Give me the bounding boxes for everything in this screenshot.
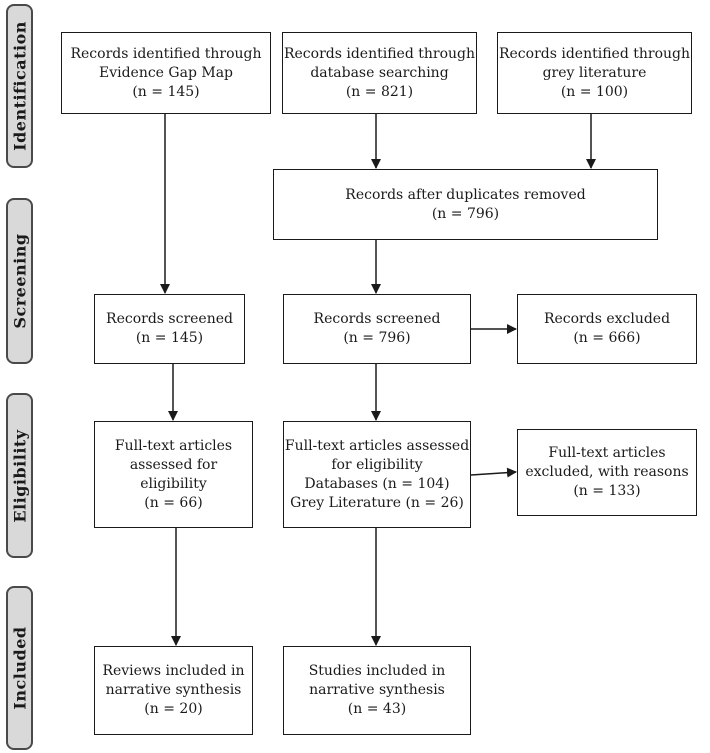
- box-line: grey literature: [542, 64, 647, 81]
- box-line: Records identified through: [70, 45, 262, 62]
- box-line: assessed for: [129, 456, 218, 473]
- box-studies-included: Studies included in narrative synthesis …: [283, 646, 471, 735]
- box-line: (n = 666): [573, 330, 641, 346]
- stage-identification: Identification: [6, 4, 33, 168]
- box-line: Full-text articles: [548, 445, 666, 461]
- box-line: (n = 133): [573, 483, 641, 499]
- box-identified-egm: Records identified through Evidence Gap …: [61, 32, 271, 114]
- box-line: (n = 43): [347, 701, 407, 717]
- box-duplicates-removed: Records after duplicates removed (n = 79…: [273, 169, 658, 240]
- box-line: Reviews included in: [102, 663, 245, 679]
- box-line: narrative synthesis: [105, 682, 242, 698]
- box-reviews-included: Reviews included in narrative synthesis …: [94, 646, 253, 735]
- box-records-screened-egm: Records screened (n = 145): [94, 294, 245, 364]
- box-line: excluded, with reasons: [525, 464, 689, 480]
- box-line: Records identified through: [498, 45, 691, 62]
- box-line: Records excluded: [543, 311, 671, 327]
- box-line: Grey Literature (n = 26): [290, 494, 464, 511]
- box-line: (n = 145): [135, 330, 204, 346]
- stage-screening: Screening: [6, 198, 33, 364]
- box-fulltext-assessed-egm: Full-text articles assessed for eligibil…: [94, 421, 253, 528]
- box-line: (n = 66): [144, 494, 203, 511]
- box-line: Databases (n = 104): [304, 475, 450, 492]
- box-fulltext-excluded: Full-text articles excluded, with reason…: [517, 429, 697, 516]
- box-line: (n = 100): [560, 83, 629, 100]
- stage-eligibility: Eligibility: [6, 393, 33, 558]
- box-line: Full-text articles: [114, 437, 233, 454]
- box-line: narrative synthesis: [309, 682, 445, 698]
- box-line: Records screened: [106, 311, 233, 327]
- box-identified-database: Records identified through database sear…: [282, 32, 477, 114]
- box-line: (n = 796): [343, 330, 411, 346]
- box-line: Studies included in: [308, 663, 446, 679]
- box-line: Full-text articles assessed: [284, 437, 470, 454]
- box-line: Evidence Gap Map: [98, 64, 234, 81]
- box-line: Records screened: [313, 311, 441, 327]
- box-records-excluded: Records excluded (n = 666): [517, 294, 697, 364]
- box-line: (n = 20): [144, 701, 203, 717]
- stage-included: Included: [6, 586, 33, 750]
- box-line: (n = 145): [132, 83, 200, 100]
- box-line: database searching: [310, 64, 449, 81]
- box-line: eligibility: [140, 475, 207, 492]
- arrow-fulltext-to-excluded: [470, 467, 517, 478]
- box-line: Records identified through: [283, 45, 476, 62]
- box-line: for eligibility: [331, 456, 423, 473]
- box-line: (n = 796): [431, 205, 500, 222]
- box-line: Records after duplicates removed: [345, 186, 586, 203]
- box-identified-grey-literature: Records identified through grey literatu…: [497, 32, 692, 114]
- box-records-screened-database: Records screened (n = 796): [283, 294, 471, 364]
- box-fulltext-assessed-database: Full-text articles assessed for eligibil…: [283, 421, 471, 528]
- box-line: (n = 821): [345, 83, 414, 100]
